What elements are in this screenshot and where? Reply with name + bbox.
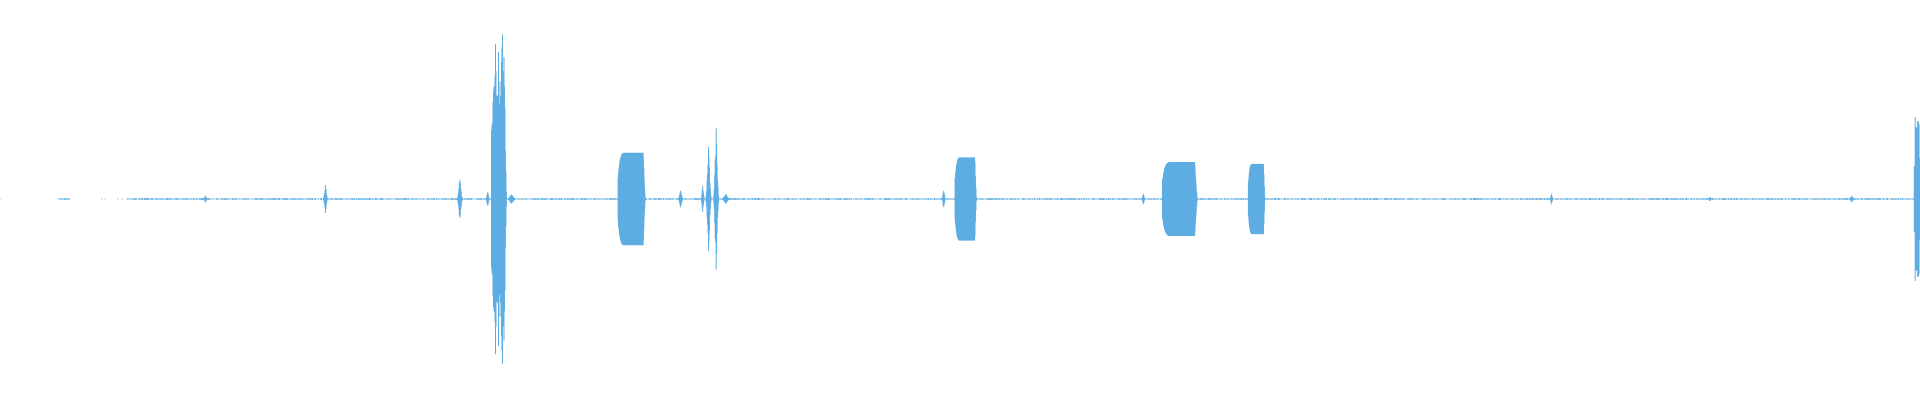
waveform-blip-10	[1848, 195, 1855, 203]
waveform-blip-2	[456, 180, 463, 218]
waveform-channel	[0, 34, 1920, 364]
waveform-block-2-fill	[955, 157, 977, 241]
waveform-tail-2	[720, 194, 731, 204]
waveform-spike-1	[705, 147, 712, 251]
waveform-blip-5	[700, 186, 705, 212]
waveform-blip-6	[941, 190, 946, 208]
waveform-blip-7	[1141, 193, 1146, 205]
waveform-blip-4	[677, 190, 684, 208]
waveform-tick-1	[202, 195, 209, 203]
waveform-tail-1	[506, 194, 517, 204]
waveform-block-4-fill	[1248, 163, 1265, 235]
waveform-block-3-fill	[1162, 162, 1198, 236]
waveform-blip-3	[485, 192, 490, 206]
waveform-block-1-fill	[618, 152, 646, 246]
waveform-blip-9	[1707, 197, 1712, 201]
waveform-blip-8	[1549, 193, 1554, 205]
waveform-burst-1b	[501, 57, 507, 341]
waveform-spike-2	[713, 128, 720, 270]
waveform-blip-1	[323, 185, 328, 213]
waveform-edge-1	[1913, 117, 1920, 281]
